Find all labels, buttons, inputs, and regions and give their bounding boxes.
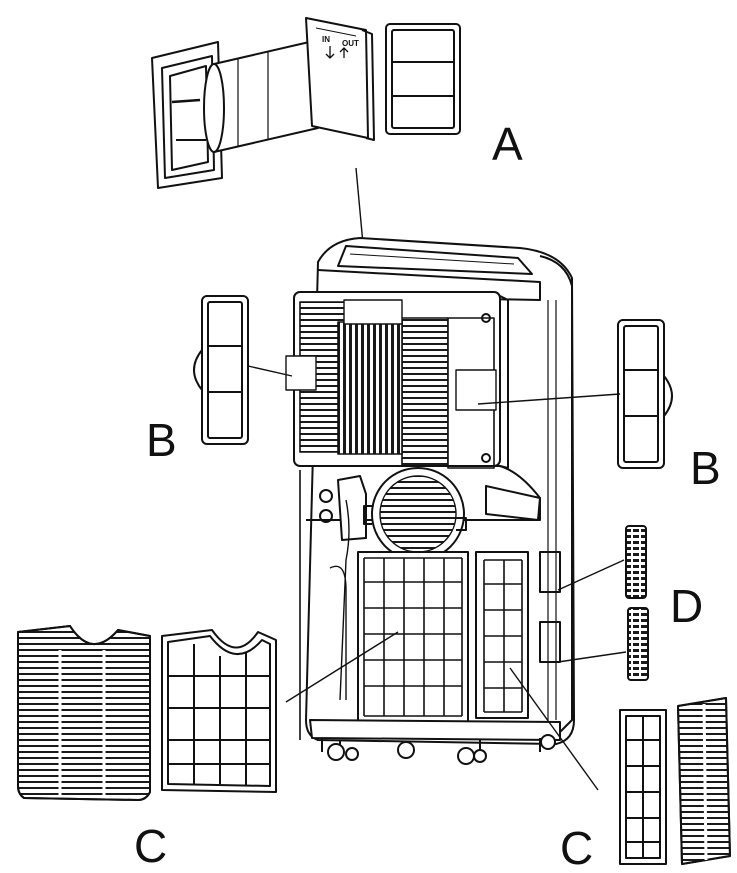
filter-a (385, 23, 461, 135)
leader-b-right (477, 393, 621, 405)
air-conditioner-unit (285, 237, 575, 765)
grille-c-right (677, 697, 731, 865)
label-b-right: B (690, 442, 721, 494)
filter-b-right (617, 319, 673, 469)
leader-d-lower (557, 651, 627, 663)
label-c-left: C (134, 820, 167, 872)
filter-d-upper (625, 525, 647, 599)
filter-b-left (193, 295, 249, 445)
label-d: D (670, 580, 703, 632)
grille-c-left (17, 625, 151, 801)
sleeve-in-marking: IN (322, 35, 330, 44)
leader-c-right (509, 667, 599, 791)
leader-d-upper (557, 559, 625, 591)
leader-c-left (285, 631, 399, 703)
filter-c-right (619, 709, 667, 865)
label-b-left: B (146, 414, 177, 466)
filter-c-left (161, 629, 277, 793)
leader-b-left (247, 365, 293, 377)
label-c-right: C (560, 822, 593, 873)
sleeve-out-marking: OUT (342, 39, 359, 48)
label-a: A (492, 118, 523, 170)
window-sleeve-adapter: IN OUT (151, 17, 375, 189)
filter-d-lower (627, 607, 649, 681)
